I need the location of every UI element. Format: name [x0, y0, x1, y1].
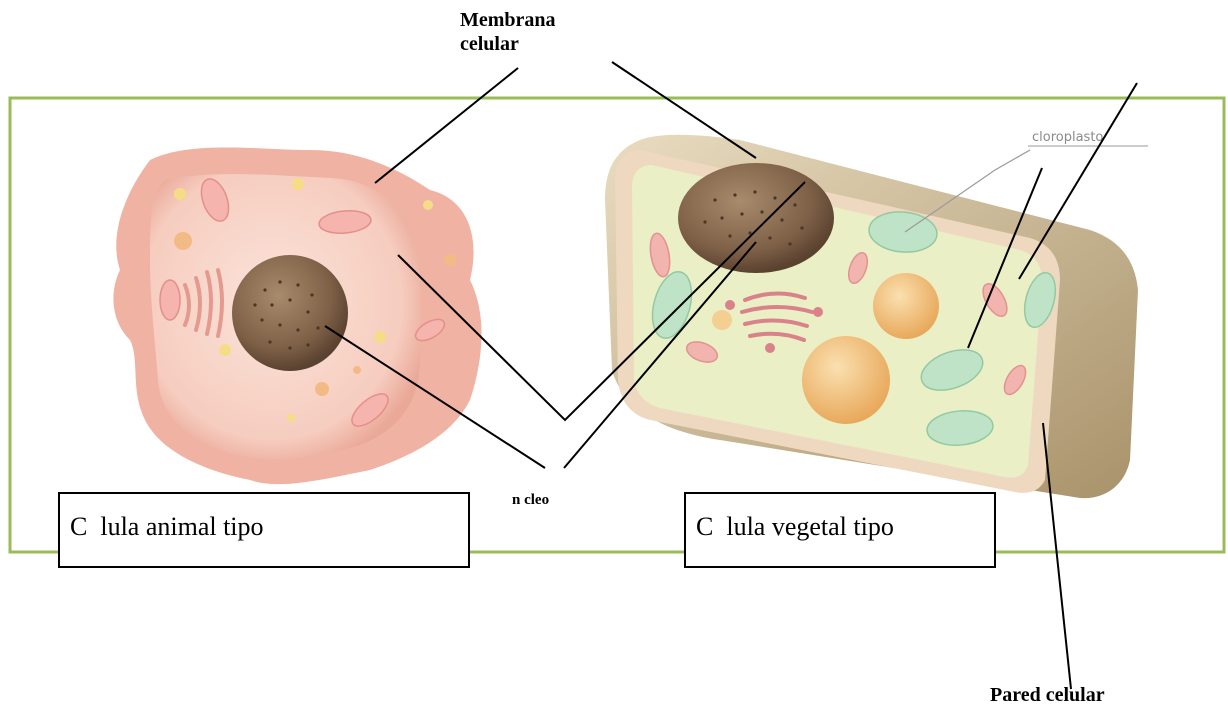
plant-vacuole-small [873, 273, 939, 339]
plant-vacuole-large [802, 336, 890, 424]
animal-nucleus [232, 255, 348, 371]
membrane-label-line1: Membrana [460, 8, 556, 32]
animal-cell [113, 148, 481, 485]
plant-cell: cloroplasto [605, 130, 1148, 498]
membrane-label-line2: celular [460, 32, 556, 56]
animal-cell-caption: C lula animal tipo [58, 492, 470, 568]
membrane-label: Membrana celular [460, 8, 556, 56]
nucleus-label: n cleo [512, 492, 549, 509]
plant-cell-caption: C lula vegetal tipo [684, 492, 996, 568]
plant-vesicle [712, 310, 732, 330]
cell-wall-label: Pared celular [990, 684, 1105, 707]
plant-nucleus [678, 163, 834, 273]
leader-membrane-animal [375, 68, 518, 183]
chloroplast-tag: cloroplasto [1032, 130, 1103, 145]
